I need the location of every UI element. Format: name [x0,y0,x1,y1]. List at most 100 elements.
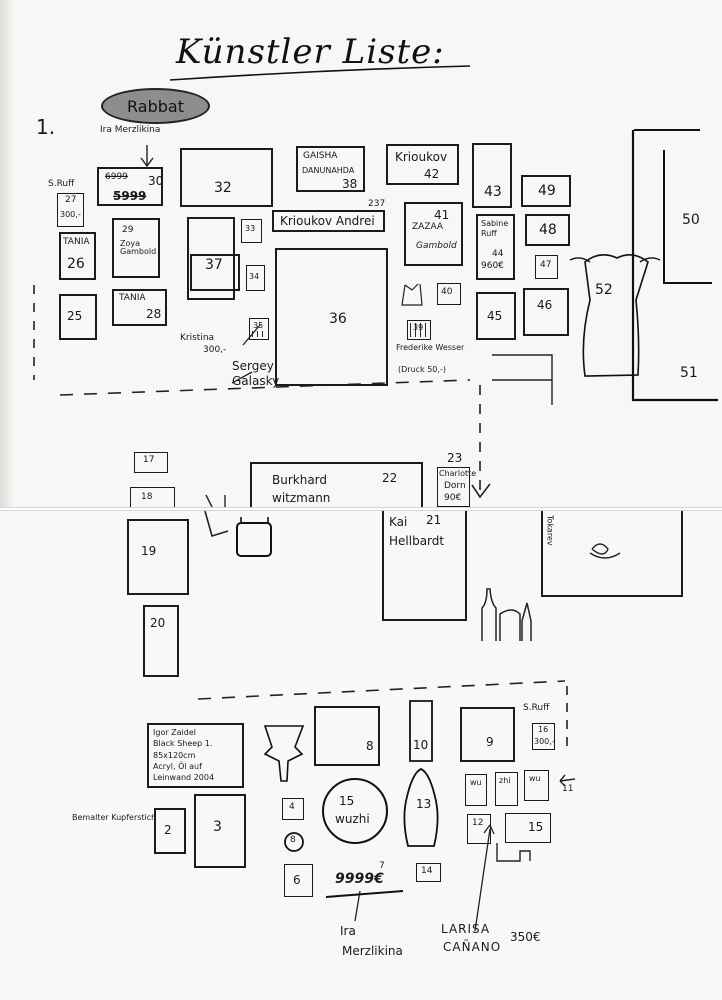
tokarev-label: Tokarev [545,515,555,546]
booth-15-number: 15 [528,820,544,834]
booth-28-tania: TANIA [119,293,146,303]
booth-36[interactable]: 36 [275,248,388,386]
krioukov-andrei-wall[interactable]: Krioukov Andrei 237 [272,199,385,232]
booth-23-artist: Charlotte [439,469,477,478]
booth-43[interactable]: 43 [472,143,512,208]
booth-3[interactable]: 3 [194,794,246,868]
booth-34[interactable]: 34 [246,265,265,291]
booth-16[interactable]: 16 300,- [532,723,555,750]
booth-21[interactable]: Kai 21 Hellbardt [382,511,467,621]
booth-35-number: 35 [253,321,264,330]
kristina-price: 300,- [203,345,227,355]
booth-11-number[interactable]: 11 [562,784,574,794]
booth-19[interactable]: 19 [127,519,189,595]
booth-29[interactable]: 29 Zoya Gambold [112,218,160,278]
booth-41[interactable]: 41 ZAZAA Gambold [404,202,463,266]
booth-tokarev[interactable]: Tokarev [541,511,683,597]
booth-wu-c[interactable]: wu [524,770,549,801]
booth-10-number[interactable]: 10 [413,738,429,752]
booth-42[interactable]: Krioukov 42 [386,144,459,185]
booth-14[interactable]: 14 [416,863,441,882]
booth-26[interactable]: TANIA 26 [59,232,96,280]
booth-32-number: 32 [214,180,232,196]
booth-33[interactable]: 33 [241,219,262,243]
booth-28[interactable]: TANIA 28 [112,289,167,326]
booth-39[interactable]: 39 [407,320,431,340]
booth-42-number: 42 [424,167,440,181]
booth-25[interactable]: 25 [59,294,97,340]
booth-19-number: 19 [141,544,157,558]
booth-6[interactable]: 6 [284,864,313,897]
booth-40-number: 40 [441,287,453,297]
booth-41-artist: ZAZAA [412,222,444,232]
booth-44[interactable]: Sabine Ruff 44 960€ [476,214,515,280]
booth-18[interactable]: 18 [130,487,175,507]
booth-32[interactable]: 32 [180,148,273,207]
booth-zhi-b-label: zhi [499,776,511,785]
s-ruff-bottom-label: S.Ruff [523,703,550,713]
booth-44-price: 960€ [481,261,504,271]
booth-21-number: 21 [426,513,442,527]
booth-5-number[interactable]: 15 [339,794,355,808]
booth-38-artist-2: DANUNAHDA [302,166,355,175]
booth-40[interactable]: 40 [437,283,461,305]
section-marker: 1. [36,115,56,139]
booth-1-line-4: Acryl, Öl auf [153,762,202,771]
booth-41-number: 41 [434,208,450,222]
booth-8[interactable]: 8 [314,706,380,766]
booth-38[interactable]: GAISHA DANUNAHDA 38 [296,146,365,192]
booth-27-price: 300,- [60,210,81,219]
booth-48[interactable]: 48 [525,214,570,246]
booth-2[interactable]: 2 [154,808,186,854]
booth-23[interactable]: Charlotte Dorn 90€ [437,467,476,507]
booth-22-number: 22 [382,471,398,485]
booth-wu-a[interactable]: wu [465,774,487,806]
booth-30-old-price: 6999 [105,172,128,182]
booth-1-line-3: 85x120cm [153,751,196,760]
booth-4[interactable]: 4 [282,798,304,820]
booth-49[interactable]: 49 [521,175,571,207]
booth-13-number[interactable]: 13 [416,797,432,811]
larisa-price: 350€ [510,930,541,944]
booth-1-line-2: Black Sheep 1. [153,739,213,748]
booth-28-number: 28 [146,307,162,321]
booth-22[interactable]: Burkhard witzmann 22 [250,462,423,507]
booth-1[interactable]: Igor Zaidel Black Sheep 1. 85x120cm Acry… [147,723,244,788]
booth-44-artist: Sabine Ruff [481,219,509,239]
booth-8-circle[interactable]: 8 [290,835,296,845]
booth-20[interactable]: 20 [143,605,179,677]
booth-12[interactable]: 12 [467,814,491,844]
upper-sheet: Künstler Liste: Rabbat 1. Ira Merzlikina… [0,0,718,507]
booth-zhi-b[interactable]: zhi [495,772,518,806]
booth-4-number: 4 [289,802,295,812]
booth-27[interactable]: 27 300,- [57,193,84,227]
krioukov-andrei-label: Krioukov Andrei [280,214,375,228]
booth-45[interactable]: 45 [476,292,516,340]
booth-37[interactable]: 37 [187,217,235,300]
booth-7-price: 9999€ [335,871,384,887]
booth-9[interactable]: 9 [460,707,515,762]
lower-sheet: Kai 21 Hellbardt Tokarev 19 20 Igor Zaid… [0,511,722,1000]
booth-wu-a-label: wu [470,778,482,787]
booth-3-number: 3 [213,819,222,835]
ira-bottom-note-2: Merzlikina [342,944,403,958]
booth-15[interactable]: 15 [505,813,551,843]
booth-47-number: 47 [540,260,552,270]
lower-sheet-lines [197,511,621,932]
larisa-note: LARISA [441,922,491,936]
booth-46[interactable]: 46 [523,288,569,336]
booth-46-number: 46 [537,298,553,312]
booth-1-line-1: Igor Zaidel [153,728,196,737]
booth-20-number: 20 [150,616,166,630]
title-underline [33,65,718,507]
booth-29-artist: Zoya Gambold [120,239,157,257]
booth-7[interactable]: 9999€ 7 [333,861,401,894]
booth-44-number: 44 [492,249,504,259]
booth-47[interactable]: 47 [535,255,558,279]
booth-21-artist-2: Hellbardt [389,534,445,548]
booth-35[interactable]: 35 [249,318,269,340]
booth-17[interactable]: 17 [134,452,168,473]
booth-23-artist-2: Dorn [444,481,466,491]
booth-30[interactable]: 6999 30 5999 [97,167,163,206]
booth-1-line-5: Leinwand 2004 [153,773,215,782]
